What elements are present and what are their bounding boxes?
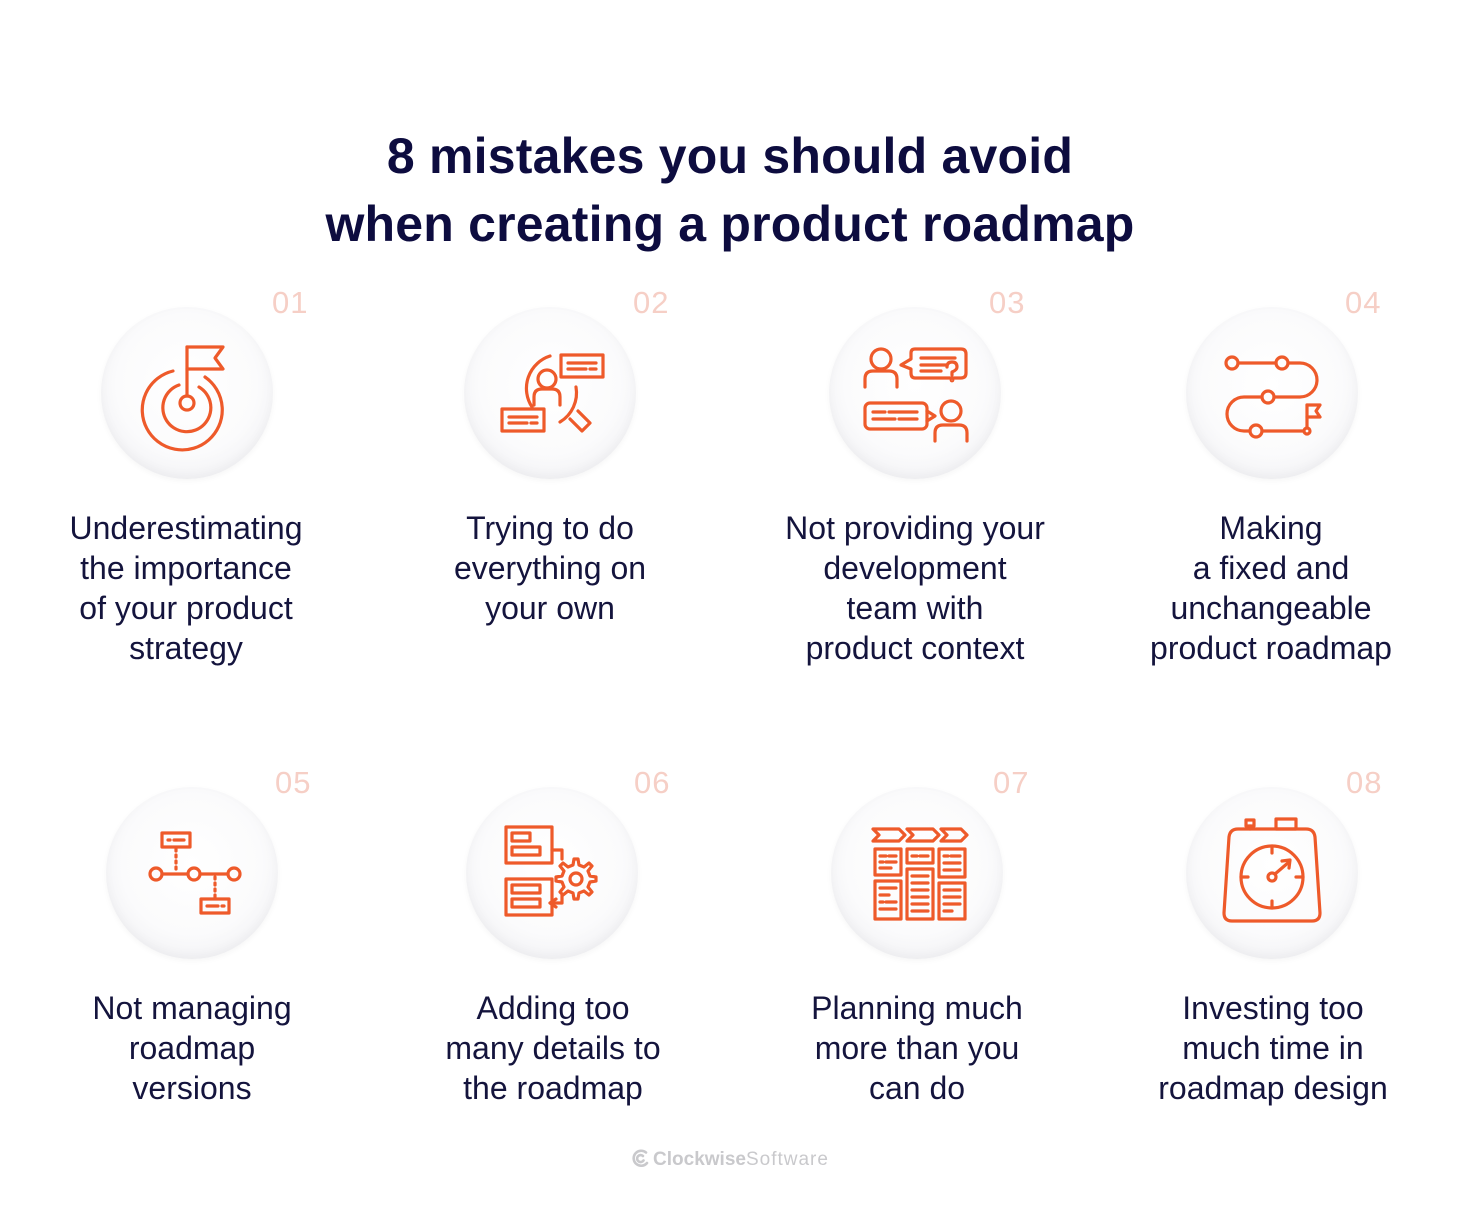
clockwise-logo-icon bbox=[631, 1148, 651, 1174]
timeline-versions-icon bbox=[148, 831, 242, 915]
icon-circle bbox=[831, 787, 1003, 959]
mistake-number: 03 bbox=[989, 285, 1026, 320]
person-search-icon bbox=[500, 353, 605, 433]
mistake-label: Making a fixed and unchangeable product … bbox=[1150, 510, 1392, 666]
brand-name-bold: Clockwise bbox=[653, 1149, 746, 1170]
icon-circle bbox=[101, 307, 273, 479]
mistake-label: Not managing roadmap versions bbox=[92, 990, 292, 1106]
mistake-label: Underestimating the importance of your p… bbox=[69, 510, 303, 666]
target-flag-icon bbox=[140, 345, 225, 452]
mistake-number: 04 bbox=[1345, 285, 1382, 320]
icon-circle bbox=[466, 787, 638, 959]
mistake-number: 07 bbox=[993, 765, 1030, 800]
mistake-label: Investing too much time in roadmap desig… bbox=[1158, 990, 1388, 1106]
mistake-label: Trying to do everything on your own bbox=[453, 510, 647, 626]
title-line-2: when creating a product roadmap bbox=[325, 195, 1135, 252]
mistake-label: Planning much more than you can do bbox=[811, 990, 1023, 1106]
documents-gear-icon bbox=[504, 825, 598, 917]
brand-name-light: Software bbox=[745, 1149, 829, 1170]
icon-circle bbox=[1186, 307, 1358, 479]
icon-circle bbox=[106, 787, 278, 959]
icon-circle bbox=[829, 307, 1001, 479]
page-title: 8 mistakes you should avoid when creatin… bbox=[0, 122, 1460, 258]
icon-circle bbox=[1186, 787, 1358, 959]
conversation-icon bbox=[863, 347, 969, 443]
title-line-1: 8 mistakes you should avoid bbox=[386, 127, 1074, 184]
mistake-number: 02 bbox=[633, 285, 670, 320]
mistake-number: 08 bbox=[1346, 765, 1383, 800]
brand-footer: ClockwiseSoftware bbox=[0, 1148, 1460, 1174]
mistake-number: 05 bbox=[275, 765, 312, 800]
mistake-label: Adding too many details to the roadmap bbox=[445, 990, 661, 1106]
icon-circle bbox=[464, 307, 636, 479]
mistake-number: 01 bbox=[272, 285, 309, 320]
mistake-label: Not providing your development team with… bbox=[785, 510, 1045, 666]
mistake-number: 06 bbox=[634, 765, 671, 800]
winding-path-icon bbox=[1224, 355, 1322, 439]
kanban-board-icon bbox=[871, 827, 969, 921]
stopwatch-icon bbox=[1222, 817, 1322, 923]
